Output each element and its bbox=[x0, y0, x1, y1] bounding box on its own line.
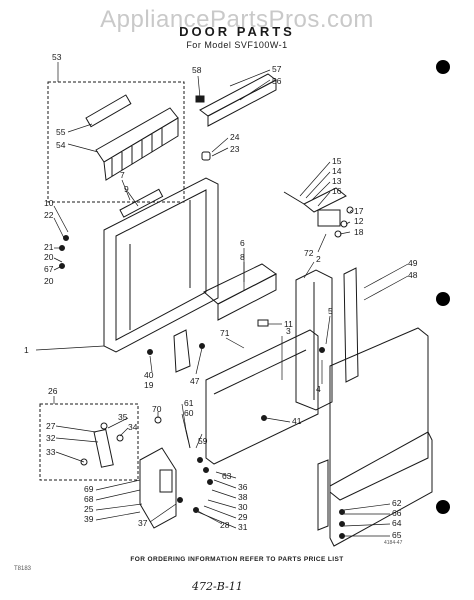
watermark: AppliancePartsPros.com bbox=[100, 6, 374, 33]
callout-label: 64 bbox=[392, 518, 402, 528]
binder-hole-top bbox=[436, 60, 450, 74]
callout-label: 19 bbox=[144, 380, 154, 390]
callout-label: 36 bbox=[238, 482, 248, 492]
inset-box-upper bbox=[47, 81, 185, 203]
callout-label: 13 bbox=[332, 176, 342, 186]
callout-label: 15 bbox=[332, 156, 342, 166]
callout-label: 3 bbox=[286, 326, 291, 336]
callout-label: 21 bbox=[44, 242, 54, 252]
callout-label: 70 bbox=[152, 404, 162, 414]
callout-label: 39 bbox=[84, 514, 94, 524]
callout-label: 63 bbox=[222, 471, 232, 481]
callout-label: 53 bbox=[52, 52, 62, 62]
callout-label: 34 bbox=[128, 422, 138, 432]
top-trim-part bbox=[195, 73, 277, 161]
lower-inset-hardware bbox=[80, 422, 124, 468]
model-subtitle: For Model SVF100W-1 bbox=[186, 40, 288, 50]
callout-leaders bbox=[35, 62, 409, 537]
small-code: 4184-47 bbox=[384, 540, 403, 546]
ordering-note: FOR ORDERING INFORMATION REFER TO PARTS … bbox=[130, 556, 344, 563]
callout-label: 66 bbox=[392, 508, 402, 518]
callout-label: 18 bbox=[354, 227, 364, 237]
callout-label: 30 bbox=[238, 502, 248, 512]
page-title: DOOR PARTS bbox=[179, 24, 295, 39]
binder-hole-bottom bbox=[436, 500, 450, 514]
small-hardware bbox=[59, 235, 345, 539]
side-frame-part bbox=[205, 269, 333, 465]
hinge-arm-parts bbox=[139, 329, 191, 529]
callout-label: 69 bbox=[84, 484, 94, 494]
callout-label: 48 bbox=[408, 270, 418, 280]
door-handle-part bbox=[203, 263, 277, 327]
inner-door-panel bbox=[103, 177, 219, 353]
callout-label: 14 bbox=[332, 166, 342, 176]
callout-label: 60 bbox=[184, 408, 194, 418]
callout-labels: 53 55 54 58 57 56 24 23 7 9 10 22 21 20 … bbox=[24, 52, 418, 540]
callout-label: 29 bbox=[238, 512, 248, 522]
callout-label: 41 bbox=[292, 416, 302, 426]
callout-label: 33 bbox=[46, 447, 56, 457]
callout-label: 56 bbox=[272, 76, 282, 86]
vent-grille-part bbox=[85, 94, 179, 181]
callout-label: 5 bbox=[328, 306, 333, 316]
callout-label: 67 bbox=[44, 264, 54, 274]
callout-label: 65 bbox=[392, 530, 402, 540]
callout-label: 8 bbox=[240, 252, 245, 262]
callout-label: 11 bbox=[284, 319, 293, 329]
binder-hole-middle bbox=[436, 292, 450, 306]
callout-label: 54 bbox=[56, 140, 66, 150]
callout-label: 22 bbox=[44, 210, 54, 220]
callout-label: 2 bbox=[316, 254, 321, 264]
callout-label: 16 bbox=[332, 186, 342, 196]
callout-label: 27 bbox=[46, 421, 56, 431]
callout-label: 1 bbox=[24, 345, 29, 355]
kick-panel-part bbox=[317, 431, 433, 547]
inset-box-lower bbox=[39, 403, 139, 481]
callout-label: 38 bbox=[238, 492, 248, 502]
callout-label: 23 bbox=[230, 144, 240, 154]
callout-label: 20 bbox=[44, 276, 54, 286]
callout-label: 35 bbox=[118, 412, 128, 422]
callout-label: 10 bbox=[44, 198, 54, 208]
outer-door-panel bbox=[329, 267, 429, 501]
callout-label: 37 bbox=[138, 518, 148, 528]
callout-label: 57 bbox=[272, 64, 282, 74]
callout-label: 62 bbox=[392, 498, 402, 508]
callout-label: 31 bbox=[238, 522, 248, 532]
callout-label: 20 bbox=[44, 252, 54, 262]
callout-label: 6 bbox=[240, 238, 245, 248]
callout-label: 47 bbox=[190, 376, 200, 386]
callout-label: 26 bbox=[48, 386, 58, 396]
callout-label: 9 bbox=[124, 184, 129, 194]
callout-label: 71 bbox=[220, 328, 230, 338]
callout-label: 49 bbox=[408, 258, 418, 268]
callout-label: 55 bbox=[56, 127, 66, 137]
callout-label: 17 bbox=[354, 206, 364, 216]
callout-label: 59 bbox=[198, 436, 208, 446]
callout-label: 40 bbox=[144, 370, 154, 380]
callout-label: 32 bbox=[46, 433, 56, 443]
callout-label: 7 bbox=[120, 170, 125, 180]
callout-label: 58 bbox=[192, 65, 202, 75]
handwritten-note: 472-B-11 bbox=[192, 580, 243, 593]
callout-label: 61 bbox=[184, 398, 194, 408]
callout-label: 4 bbox=[316, 384, 321, 394]
callout-label: 24 bbox=[230, 132, 240, 142]
catalog-code: T8183 bbox=[14, 566, 32, 572]
callout-label: 12 bbox=[354, 216, 364, 226]
callout-label: 25 bbox=[84, 504, 94, 514]
callout-label: 28 bbox=[220, 520, 230, 530]
latch-assembly-part bbox=[283, 187, 354, 238]
callout-label: 72 bbox=[304, 248, 314, 258]
callout-label: 68 bbox=[84, 494, 94, 504]
